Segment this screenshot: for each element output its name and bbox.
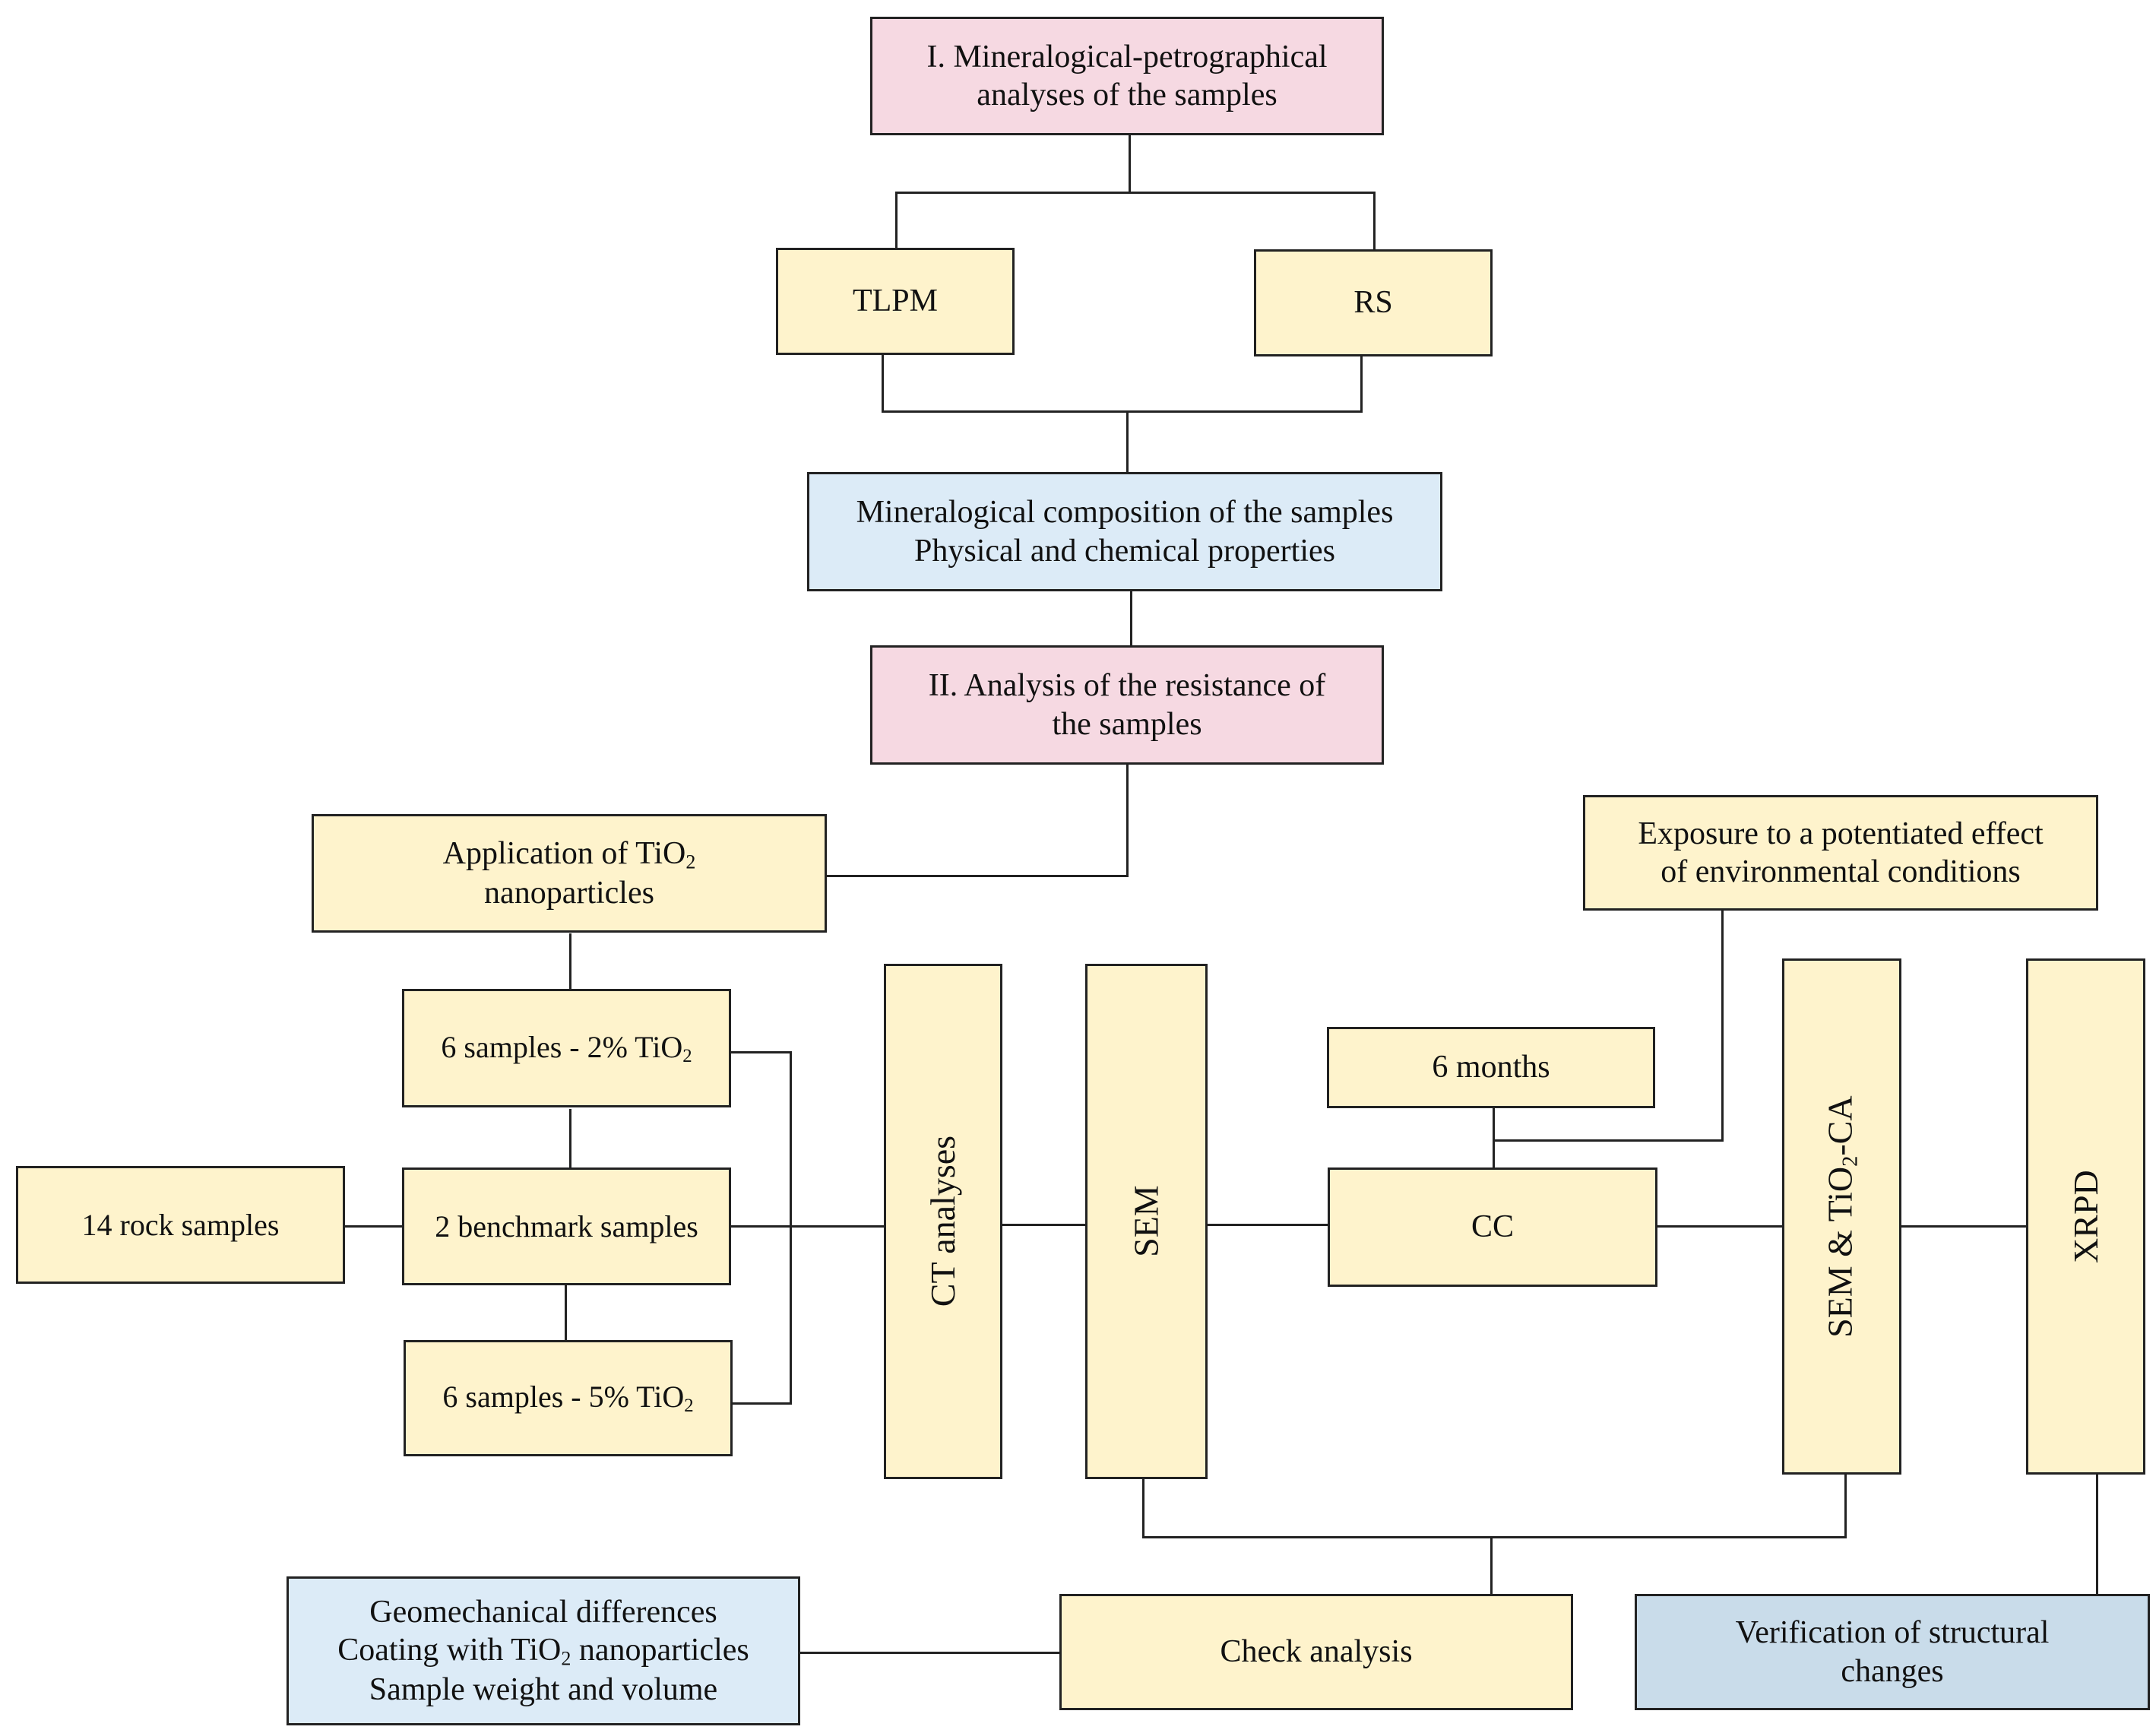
tlpm-label: TLPM bbox=[852, 284, 938, 319]
connector bbox=[1142, 1536, 1847, 1538]
connector bbox=[882, 410, 1363, 413]
connector bbox=[1493, 1139, 1724, 1142]
step-1-line-2: analyses of the samples bbox=[977, 78, 1277, 112]
connector bbox=[1142, 1479, 1144, 1538]
step-2-line-1: II. Analysis of the resistance of bbox=[928, 668, 1326, 704]
connector bbox=[1657, 1225, 1783, 1228]
connector bbox=[895, 192, 1376, 194]
connector bbox=[799, 1652, 1061, 1654]
geomechanical-line-3: Sample weight and volume bbox=[369, 1671, 718, 1707]
xrpd-box: XRPD bbox=[2026, 958, 2145, 1475]
step-1-line-1: I. Mineralogical-petrographical bbox=[926, 39, 1328, 74]
verification-line-2: changes bbox=[1841, 1653, 1944, 1689]
connector bbox=[1206, 1224, 1329, 1226]
connector bbox=[1126, 410, 1129, 474]
six-months-box: 6 months bbox=[1327, 1027, 1655, 1108]
verification-box: Verification of structural changes bbox=[1635, 1594, 2150, 1710]
connector bbox=[1900, 1225, 2028, 1228]
exposure-line-2: of environmental conditions bbox=[1661, 854, 2021, 889]
connector bbox=[730, 1051, 792, 1053]
rs-label: RS bbox=[1353, 285, 1393, 321]
connector bbox=[1002, 1224, 1087, 1226]
check-analysis-label: Check analysis bbox=[1220, 1634, 1413, 1670]
cc-label: CC bbox=[1471, 1209, 1515, 1245]
connector bbox=[1721, 909, 1724, 1142]
check-analysis-box: Check analysis bbox=[1059, 1594, 1573, 1710]
composition-line-1: Mineralogical composition of the samples bbox=[856, 495, 1394, 531]
connector bbox=[731, 1402, 792, 1405]
exposure-line-1: Exposure to a potentiated effect bbox=[1638, 816, 2044, 851]
tlpm-box: TLPM bbox=[776, 248, 1015, 355]
geomechanical-box: Geomechanical differences Coating with T… bbox=[287, 1576, 800, 1725]
geomechanical-line-1: Geomechanical differences bbox=[369, 1594, 717, 1630]
connector bbox=[1130, 590, 1132, 647]
six-months-label: 6 months bbox=[1432, 1050, 1550, 1085]
samples-2-percent-box: 6 samples - 2% TiO2 bbox=[402, 989, 731, 1107]
connector bbox=[569, 1109, 571, 1169]
rs-box: RS bbox=[1254, 249, 1493, 356]
application-tio2-box: Application of TiO2 nanoparticles bbox=[312, 814, 827, 933]
sem-box: SEM bbox=[1085, 964, 1208, 1479]
mineralogical-composition-box: Mineralogical composition of the samples… bbox=[807, 472, 1442, 591]
connector bbox=[344, 1225, 404, 1228]
connector bbox=[569, 933, 571, 990]
sem-tio2-ca-box: SEM & TiO2-CA bbox=[1782, 958, 1901, 1475]
connector bbox=[730, 1225, 885, 1228]
connector bbox=[565, 1284, 567, 1342]
samples-5-percent-label: 6 samples - 5% TiO2 bbox=[442, 1380, 694, 1417]
samples-5-percent-box: 6 samples - 5% TiO2 bbox=[404, 1340, 733, 1456]
connector bbox=[1844, 1473, 1847, 1538]
rock-samples-box: 14 rock samples bbox=[16, 1166, 345, 1284]
connector bbox=[1126, 763, 1129, 877]
benchmark-label: 2 benchmark samples bbox=[435, 1209, 698, 1244]
connector bbox=[1129, 134, 1131, 192]
step-2-line-2: the samples bbox=[1052, 706, 1202, 742]
samples-2-percent-label: 6 samples - 2% TiO2 bbox=[441, 1029, 692, 1066]
rock-samples-label: 14 rock samples bbox=[81, 1207, 280, 1242]
connector bbox=[825, 875, 1129, 877]
step-2-resistance-analysis: II. Analysis of the resistance of the sa… bbox=[870, 645, 1384, 765]
connector bbox=[1493, 1108, 1495, 1169]
connector bbox=[2096, 1473, 2098, 1595]
cc-box: CC bbox=[1328, 1167, 1657, 1287]
exposure-box: Exposure to a potentiated effect of envi… bbox=[1583, 795, 2098, 911]
connector bbox=[1373, 192, 1376, 251]
connector bbox=[882, 353, 884, 413]
geomechanical-line-2: Coating with TiO2 nanoparticles bbox=[337, 1633, 749, 1670]
connector bbox=[1490, 1536, 1493, 1595]
connector bbox=[790, 1051, 792, 1405]
application-line-1: Application of TiO2 bbox=[442, 835, 696, 873]
sem-label: SEM bbox=[1126, 1185, 1166, 1258]
xrpd-label: XRPD bbox=[2066, 1170, 2105, 1263]
benchmark-samples-box: 2 benchmark samples bbox=[402, 1167, 731, 1285]
verification-line-1: Verification of structural bbox=[1735, 1615, 2050, 1651]
ct-analyses-box: CT analyses bbox=[884, 964, 1002, 1479]
ct-analyses-label: CT analyses bbox=[923, 1136, 963, 1307]
composition-line-2: Physical and chemical properties bbox=[914, 533, 1335, 569]
connector bbox=[895, 192, 898, 249]
step-1-mineralogical-analysis: I. Mineralogical-petrographical analyses… bbox=[870, 17, 1384, 135]
connector bbox=[1360, 355, 1363, 413]
sem-tio2-ca-label: SEM & TiO2-CA bbox=[1820, 1095, 1863, 1338]
application-line-2: nanoparticles bbox=[484, 875, 654, 911]
